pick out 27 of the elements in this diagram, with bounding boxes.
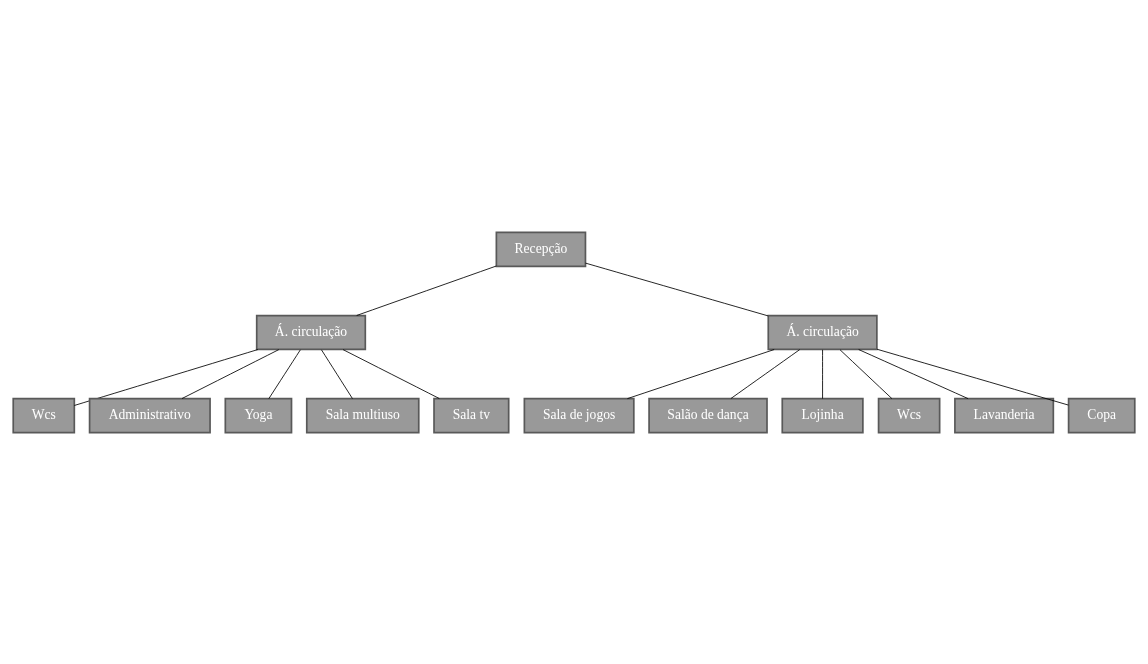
connector	[356, 265, 497, 316]
connector	[626, 348, 775, 399]
node-box: Lojinha	[781, 397, 864, 433]
connector	[822, 348, 823, 399]
node-box: Administrativo	[88, 397, 211, 433]
node-box: Á. circulação	[767, 314, 878, 350]
node-box: Sala de jogos	[523, 397, 635, 433]
connector	[876, 348, 1069, 405]
connector	[730, 348, 801, 399]
connector	[858, 348, 969, 399]
node-box: Recepção	[495, 231, 587, 267]
connector	[73, 348, 259, 406]
node-box: Yoga	[224, 397, 293, 433]
node-box: Wcs	[12, 397, 76, 433]
node-box: Lavanderia	[954, 397, 1055, 433]
node-box: Salão de dança	[648, 397, 768, 433]
node-box: Sala tv	[433, 397, 510, 433]
node-box: Sala multiuso	[305, 397, 420, 433]
connector	[839, 348, 893, 399]
connector	[181, 348, 280, 399]
node-box: Copa	[1067, 397, 1136, 433]
connector	[321, 348, 353, 399]
connector	[342, 348, 440, 399]
node-box: Wcs	[877, 397, 941, 433]
node-box: Á. circulação	[255, 314, 367, 350]
connector	[268, 348, 301, 399]
connector	[585, 262, 769, 316]
